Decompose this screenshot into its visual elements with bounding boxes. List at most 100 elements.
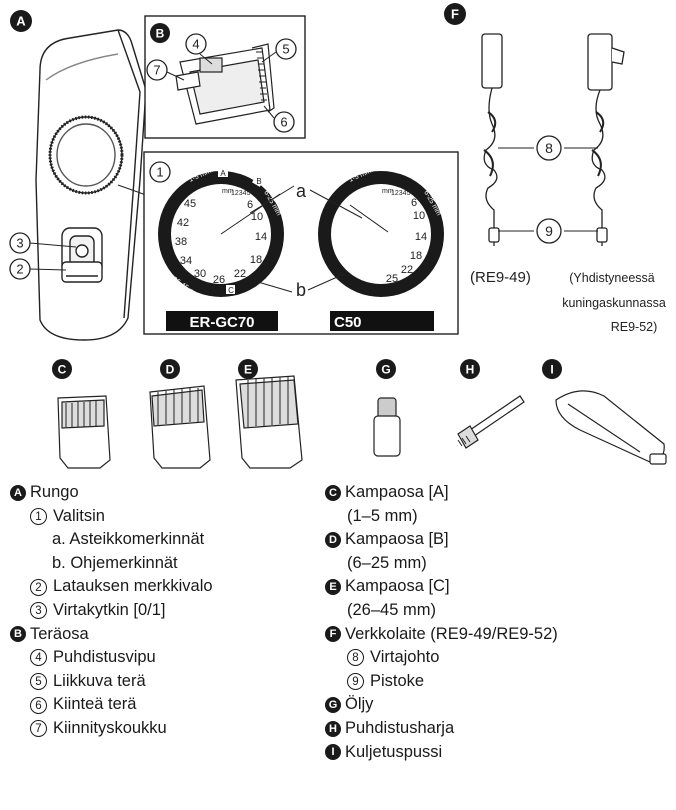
trimmer-body (35, 29, 147, 341)
svg-text:18: 18 (250, 254, 262, 266)
badge-g-icon: G (325, 697, 341, 714)
callout-1: 1 (149, 161, 171, 183)
svg-text:I: I (550, 363, 553, 377)
badge-d-icon: D (325, 531, 341, 548)
svg-text:C: C (58, 363, 67, 377)
adapter-left (481, 33, 503, 246)
badge-i-icon: I (325, 744, 341, 761)
svg-text:2: 2 (16, 262, 23, 277)
callout-9: 9 (498, 218, 598, 244)
cleaning-brush (457, 395, 525, 449)
svg-text:45: 45 (184, 198, 196, 210)
badge-i: I (542, 359, 562, 379)
badge-f: F (444, 3, 466, 25)
badge-a: A (10, 10, 32, 32)
adapter-right-label-1: (Yhdistyneessä (569, 271, 655, 285)
badge-g: G (376, 359, 396, 379)
adapter-right-label-2: kuningaskunnassa (562, 296, 666, 310)
legend-item-scale-marks: a. Asteikkomerkinnät (52, 530, 205, 549)
svg-text:9: 9 (545, 223, 553, 239)
svg-text:C: C (228, 286, 234, 295)
callout-4: 4 (185, 33, 213, 65)
badge-h-icon: H (325, 720, 341, 737)
badge-c: C (52, 359, 72, 379)
svg-text:G: G (381, 363, 390, 377)
comb-c (235, 375, 303, 469)
svg-text:7: 7 (153, 63, 160, 78)
svg-text:D: D (166, 363, 175, 377)
svg-text:F: F (451, 7, 459, 22)
badge-e: E (238, 359, 258, 379)
label-b: b (296, 280, 306, 300)
badge-h: H (460, 359, 480, 379)
model-label-left: ER-GC70 (189, 314, 254, 331)
svg-text:H: H (466, 363, 475, 377)
svg-text:B: B (156, 27, 165, 41)
badge-e-icon: E (325, 579, 341, 596)
svg-text:12345: 12345 (231, 190, 251, 197)
svg-text:mm: mm (382, 188, 394, 195)
badge-d: D (160, 359, 180, 379)
svg-text:10: 10 (251, 211, 263, 223)
carrying-pouch (555, 390, 667, 465)
adapter-left-label: (RE9-49) (470, 269, 531, 286)
svg-text:6: 6 (280, 115, 287, 130)
callout-8: 8 (498, 135, 598, 161)
badge-f-icon: F (325, 626, 341, 643)
svg-text:6: 6 (411, 197, 417, 209)
svg-text:A: A (220, 169, 226, 178)
svg-text:30: 30 (194, 268, 206, 280)
callout-5: 5 (261, 38, 297, 63)
svg-text:18: 18 (410, 250, 422, 262)
svg-text:22: 22 (234, 268, 246, 280)
svg-text:3: 3 (16, 236, 23, 251)
oil-bottle (373, 397, 401, 457)
svg-text:4: 4 (192, 37, 199, 52)
svg-text:22: 22 (401, 264, 413, 276)
svg-text:10: 10 (413, 210, 425, 222)
badge-b: B (150, 23, 170, 43)
svg-text:E: E (244, 363, 252, 377)
svg-text:14: 14 (255, 231, 267, 243)
comb-a (57, 395, 111, 469)
svg-text:mm: mm (222, 188, 234, 195)
svg-text:38: 38 (175, 236, 187, 248)
comb-b (149, 385, 211, 469)
badge-b-icon: B (10, 626, 26, 643)
adapter-right-label-3: RE9-52) (611, 320, 658, 334)
dial-right: 1-5 mm 6-25 mm mm 12345 6 10 14 18 22 25 (318, 168, 444, 297)
svg-text:26: 26 (213, 274, 225, 286)
badge-a-icon: A (10, 484, 26, 501)
label-a: a (296, 181, 307, 201)
model-label-right: C50 (334, 314, 362, 331)
legend-item-guide-marks: b. Ohjemerkinnät (52, 553, 178, 572)
callout-7: 7 (146, 59, 185, 81)
adapter-right (587, 33, 625, 246)
svg-text:12345: 12345 (391, 190, 411, 197)
callout-3: 3 (9, 232, 77, 254)
svg-text:25: 25 (386, 273, 398, 285)
svg-text:42: 42 (177, 217, 189, 229)
parts-illustration: A 3 2 B 4 (9, 3, 667, 469)
svg-text:1: 1 (156, 165, 163, 180)
svg-text:6: 6 (247, 199, 253, 211)
